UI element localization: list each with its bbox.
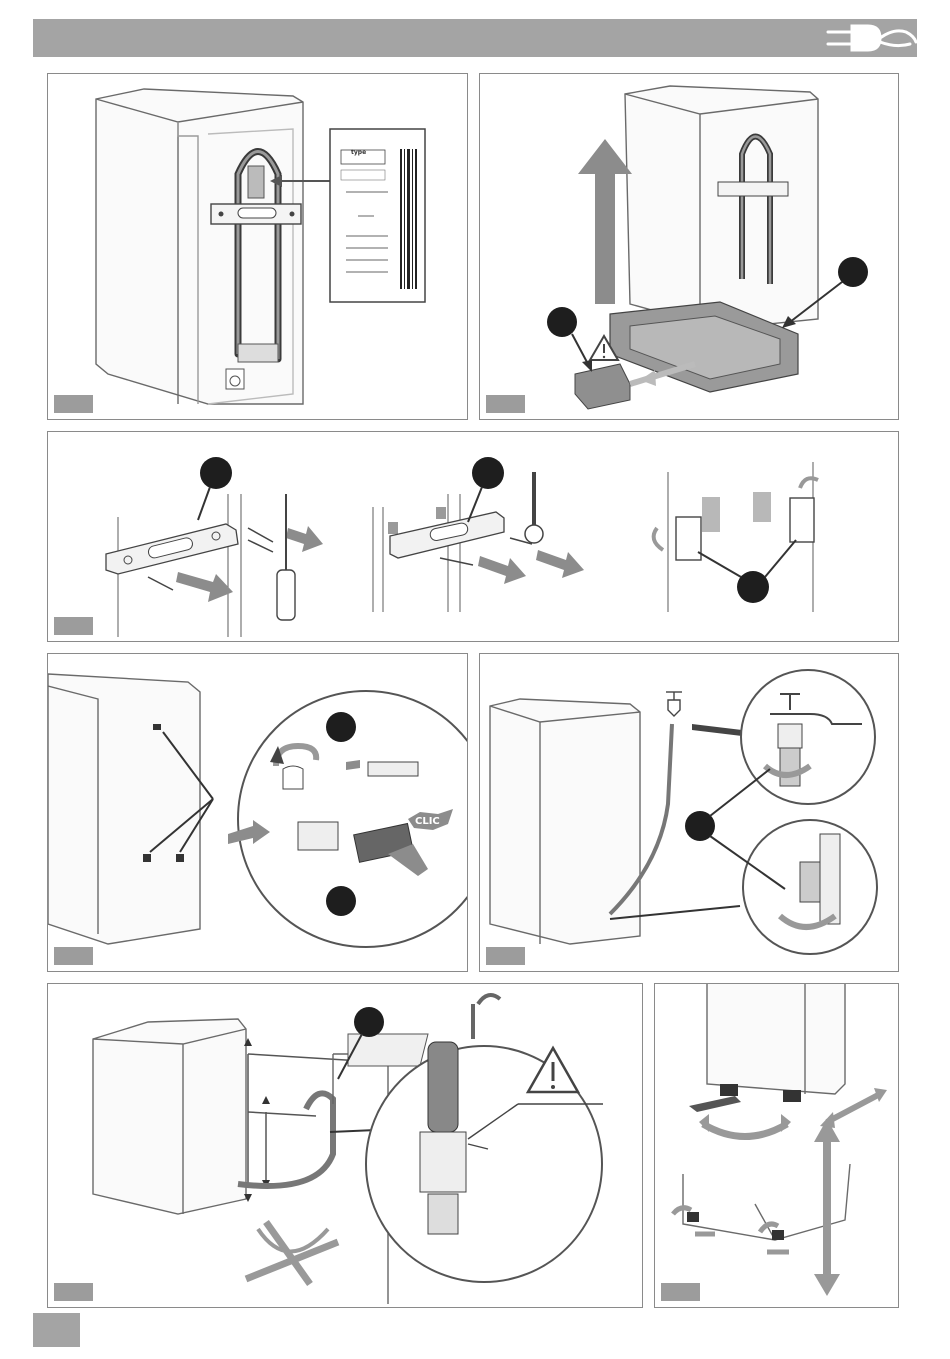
figure-number-tag bbox=[661, 1283, 700, 1301]
callout-marker bbox=[472, 457, 504, 489]
figure-3-transport-bracket-removal bbox=[47, 431, 899, 642]
type-heading: type bbox=[351, 149, 366, 156]
page-number-tab bbox=[33, 1313, 80, 1347]
tap-icon bbox=[666, 692, 682, 716]
wrench-icon bbox=[525, 472, 543, 543]
detail-magnifier bbox=[741, 670, 875, 804]
hole-cap bbox=[790, 498, 814, 542]
callout-marker bbox=[354, 1007, 384, 1037]
figure-number-tag bbox=[54, 395, 93, 413]
washer-rear-illustration: type bbox=[48, 74, 468, 420]
callout-marker bbox=[326, 712, 356, 742]
callout-marker bbox=[737, 571, 769, 603]
callout-marker bbox=[200, 457, 232, 489]
figure-number-tag bbox=[486, 947, 525, 965]
screwdriver-icon bbox=[277, 494, 295, 620]
figure-number-tag bbox=[54, 947, 93, 965]
header-bar bbox=[33, 19, 917, 57]
hole-cap bbox=[676, 517, 701, 560]
figure-4-hole-caps: CLIC bbox=[47, 653, 468, 972]
svg-text:CLIC: CLIC bbox=[415, 816, 440, 827]
figure-6-drain-hose bbox=[47, 983, 643, 1308]
figure-2-transport-base-removal bbox=[479, 73, 899, 420]
figure-number-tag bbox=[486, 395, 525, 413]
polystyrene-block bbox=[575, 364, 630, 409]
figure-number-tag bbox=[54, 617, 93, 635]
figure-5-inlet-hose bbox=[479, 653, 899, 972]
callout-marker bbox=[547, 307, 577, 337]
callout-marker bbox=[326, 886, 356, 916]
figure-7-levelling-feet bbox=[654, 983, 899, 1308]
figure-1-label-location: type bbox=[47, 73, 468, 420]
plug-icon bbox=[822, 20, 918, 56]
callout-marker bbox=[838, 257, 868, 287]
figure-number-tag bbox=[54, 1283, 93, 1301]
lift-arrow bbox=[578, 139, 632, 304]
